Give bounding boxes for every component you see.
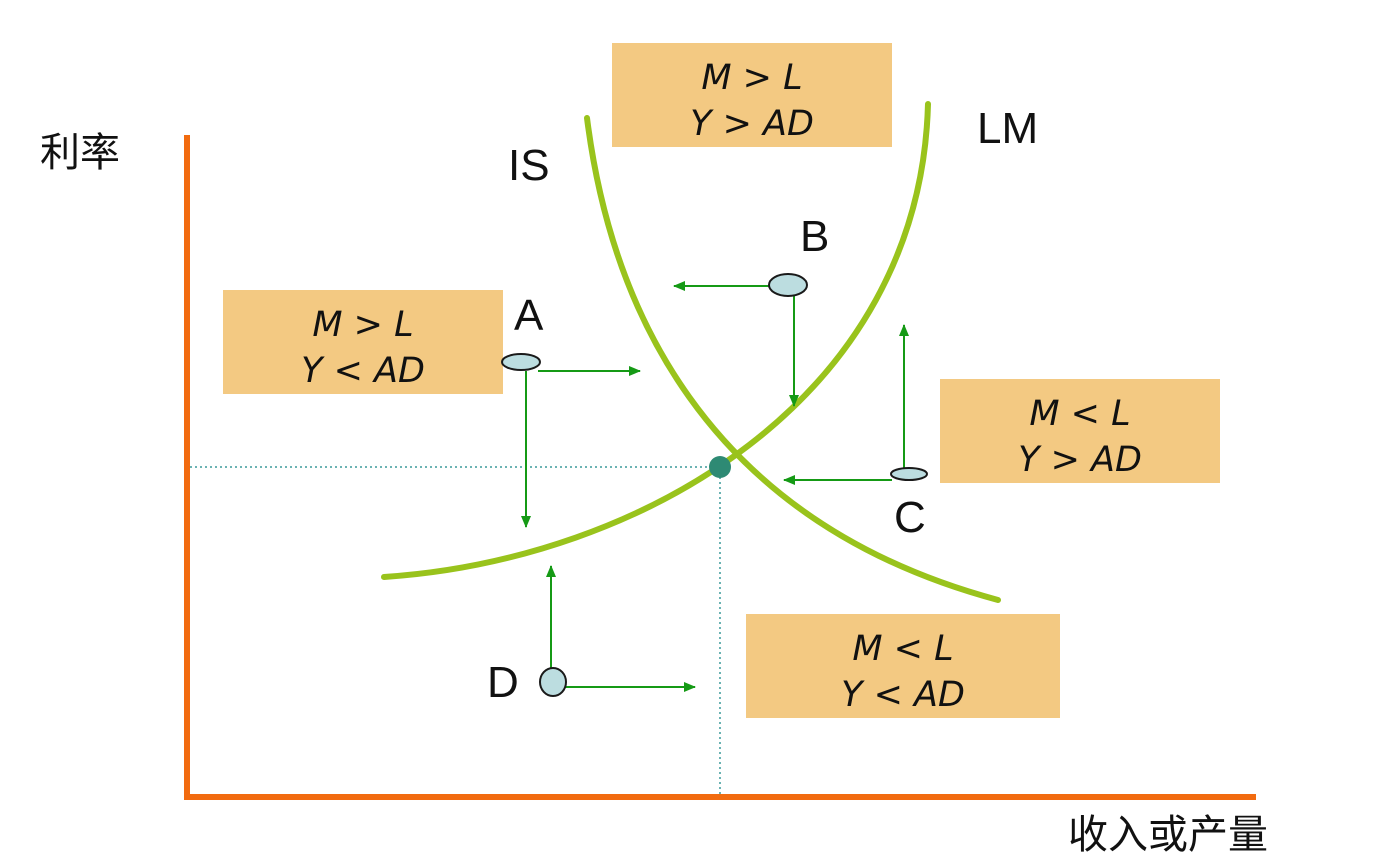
point-c-marker [890,467,928,481]
lm-curve [381,101,931,580]
point-d-marker [539,667,567,697]
region-left-line2: Y < AD [301,351,425,391]
region-box-top: M > L Y > AD [612,43,892,147]
is-curve [584,115,1001,603]
region-left-line1: M > L [312,305,413,345]
region-top-line1: M > L [701,58,802,98]
lm-curve-label: LM [977,104,1038,153]
region-right-line1: M < L [1029,394,1130,434]
point-d-label: D [487,658,519,707]
region-bottom-line2: Y < AD [841,675,965,715]
region-box-left: M > L Y < AD [223,290,503,394]
point-a-marker [501,353,541,371]
x-axis-label: 收入或产量 [1068,812,1268,858]
point-b-label: B [800,212,829,261]
equilibrium-point [709,456,731,478]
is-curve-label: IS [508,141,550,190]
point-a-label: A [514,291,544,340]
point-b-marker [768,273,808,297]
region-right-line2: Y > AD [1018,440,1142,480]
region-box-bottom: M < L Y < AD [746,614,1060,718]
y-axis-label: 利率 [40,130,120,176]
region-box-right: M < L Y > AD [940,379,1220,483]
point-c-label: C [894,493,926,542]
region-top-line2: Y > AD [690,104,814,144]
region-bottom-line1: M < L [852,629,953,669]
